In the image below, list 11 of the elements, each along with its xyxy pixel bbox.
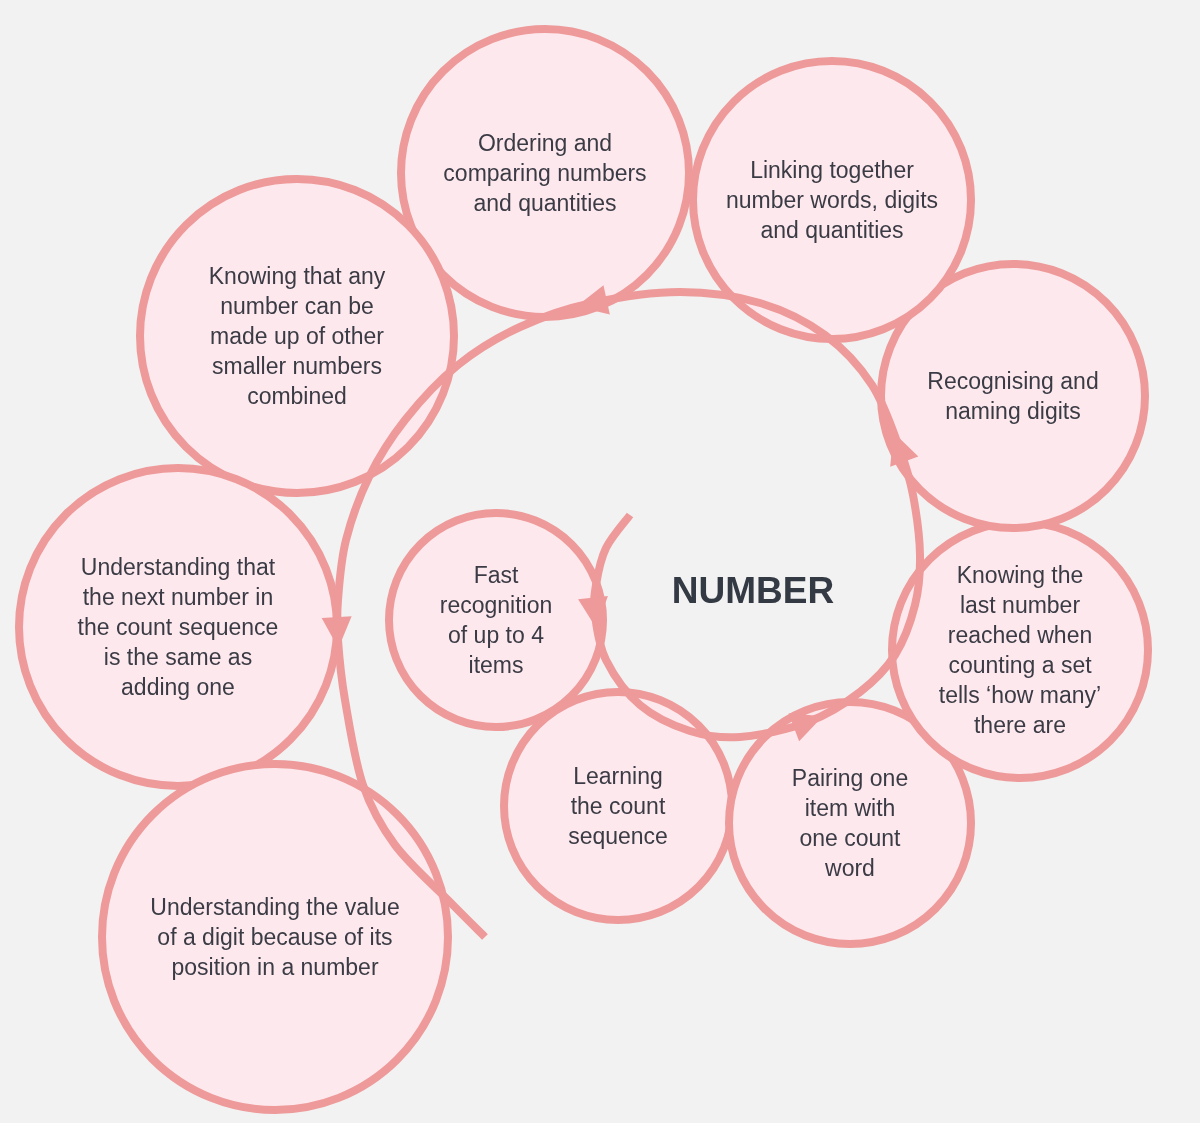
topic-text: Learning the count sequence (567, 762, 669, 851)
topic-text: Recognising and naming digits (926, 367, 1100, 426)
topic-text: Fast recognition of up to 4 items (438, 561, 554, 680)
topic-text: Understanding the value of a digit because of its position in a number (149, 893, 401, 982)
center-title: NUMBER (671, 569, 835, 613)
topic-text: Linking together number words, digits and quantities (724, 156, 940, 245)
topic-text: Pairing one item with one count word (790, 764, 910, 883)
topic-text: Understanding that the next number in the count sequence is the same as adding one (76, 553, 280, 702)
topic-text: Knowing that any number can be made up of other smaller numbers combined (207, 262, 387, 411)
topic-text: Knowing the last number reached when counting a set tells ‘how many’ there are (937, 561, 1103, 740)
topic-text: Ordering and comparing numbers and quantities (442, 129, 648, 218)
